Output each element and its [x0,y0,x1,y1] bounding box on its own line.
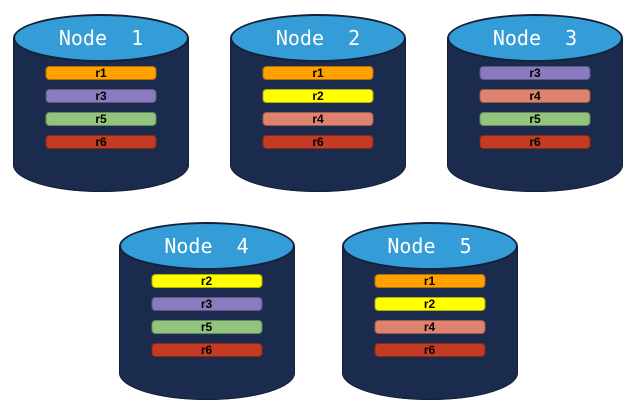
replica-bar-r1: r1 [45,66,157,80]
row-bottom: Node 4 r2 r3 r5 r6 Node 5 r1 r2 r4 r6 [0,222,636,400]
replica-list: r2 r3 r5 r6 [151,274,262,357]
replica-bar-r2: r2 [262,89,374,103]
database-node-3: Node 3 r3 r4 r5 r6 [447,14,623,192]
cylinder-top-ellipse [13,14,189,62]
database-node-2: Node 2 r1 r2 r4 r6 [230,14,406,192]
row-top: Node 1 r1 r3 r5 r6 Node 2 r1 r2 r4 r6 Node 3 r… [0,14,636,192]
replica-bar-r6: r6 [374,343,485,357]
replica-bar-r4: r4 [262,112,374,126]
replica-bar-r3: r3 [151,297,262,311]
replica-list: r3 r4 r5 r6 [479,66,591,149]
database-node-1: Node 1 r1 r3 r5 r6 [13,14,189,192]
cylinder-top-ellipse [118,222,295,270]
replica-bar-r4: r4 [479,89,591,103]
replica-bar-r6: r6 [479,135,591,149]
node-title: Node 5 [387,234,472,258]
replica-bar-r2: r2 [151,274,262,288]
node-title: Node 4 [164,234,249,258]
replica-bar-r5: r5 [45,112,157,126]
replica-list: r1 r3 r5 r6 [45,66,157,149]
replica-bar-r2: r2 [374,297,485,311]
replica-bar-r3: r3 [45,89,157,103]
replica-bar-r6: r6 [151,343,262,357]
database-node-5: Node 5 r1 r2 r4 r6 [341,222,518,400]
replica-bar-r5: r5 [479,112,591,126]
replica-list: r1 r2 r4 r6 [374,274,485,357]
node-title: Node 2 [275,26,361,50]
cylinder-top-ellipse [341,222,518,270]
replica-list: r1 r2 r4 r6 [262,66,374,149]
replica-bar-r4: r4 [374,320,485,334]
replica-bar-r1: r1 [374,274,485,288]
replica-bar-r5: r5 [151,320,262,334]
replica-bar-r1: r1 [262,66,374,80]
replica-bar-r6: r6 [262,135,374,149]
cylinder-top-ellipse [230,14,406,62]
replica-bar-r3: r3 [479,66,591,80]
replica-bar-r6: r6 [45,135,157,149]
database-node-4: Node 4 r2 r3 r5 r6 [118,222,295,400]
cylinder-top-ellipse [447,14,623,62]
node-title: Node 3 [492,26,578,50]
node-title: Node 1 [58,26,144,50]
